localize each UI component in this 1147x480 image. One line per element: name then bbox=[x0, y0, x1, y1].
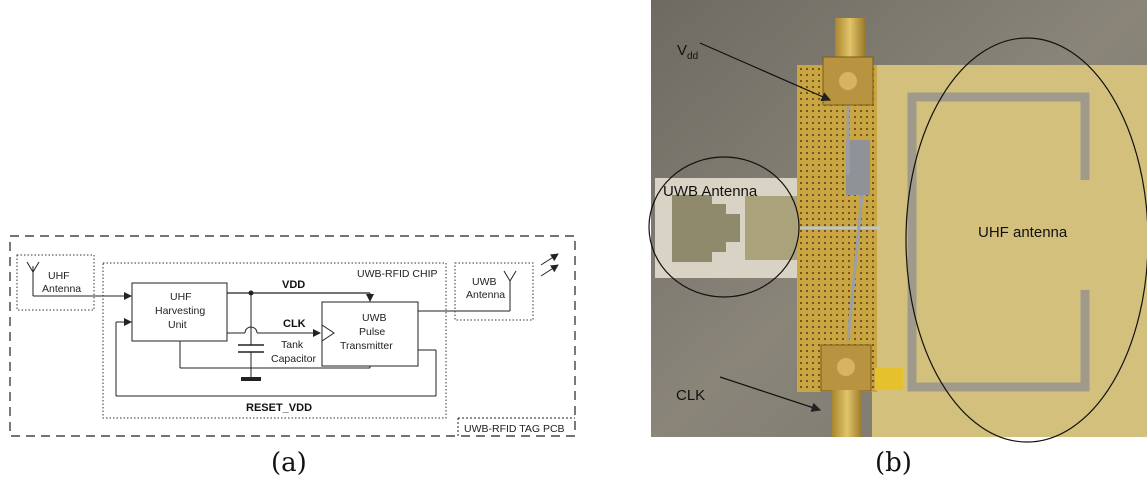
uhf-antenna-outline bbox=[905, 37, 1147, 443]
uwb-antenna-label-1: UWB bbox=[472, 276, 497, 288]
uhf-antenna-box bbox=[16, 254, 95, 311]
uhf-antenna-photo-label: UHF antenna bbox=[978, 224, 1068, 241]
uwb-antenna-outline bbox=[648, 156, 800, 298]
harvesting-label-2: Harvesting bbox=[155, 305, 205, 317]
uwb-antenna-icon bbox=[503, 270, 517, 311]
uwb-antenna-box bbox=[454, 262, 534, 321]
tank-label-2: Capacitor bbox=[271, 353, 316, 365]
ground-symbol bbox=[241, 377, 261, 381]
uhf-antenna-icon bbox=[26, 261, 95, 297]
pcb-label: UWB-RFID TAG PCB bbox=[464, 423, 565, 435]
caption-b: (b) bbox=[875, 448, 912, 478]
uwb-antenna-label-2: Antenna bbox=[466, 289, 505, 301]
uwb-antenna-photo-label: UWB Antenna bbox=[663, 183, 758, 200]
caption-a: (a) bbox=[271, 448, 307, 478]
transmitter-label-1: UWB bbox=[362, 312, 387, 324]
radiation-arrows-icon bbox=[540, 253, 559, 277]
block-diagram: UWB-RFID TAG PCB UWB-RFID CHIP UHF Anten… bbox=[9, 235, 576, 437]
pcb-boundary bbox=[9, 235, 576, 437]
prototype-photo: Vdd UWB Antenna UHF antenna CLK bbox=[648, 0, 1147, 443]
chip-label: UWB-RFID CHIP bbox=[357, 268, 438, 280]
harvesting-label-1: UHF bbox=[170, 291, 192, 303]
clk-connector bbox=[820, 344, 872, 437]
vdd-label: VDD bbox=[282, 279, 305, 291]
chip-boundary bbox=[102, 262, 447, 419]
clk-photo-label: CLK bbox=[676, 387, 705, 404]
harvesting-label-3: Unit bbox=[168, 319, 187, 331]
vdd-photo-label: Vdd bbox=[677, 42, 698, 62]
vdd-connector bbox=[822, 18, 874, 106]
transmitter-label-2: Pulse bbox=[359, 326, 385, 338]
uhf-antenna-label-2: Antenna bbox=[42, 283, 81, 295]
harvesting-unit-block bbox=[131, 282, 228, 342]
uhf-antenna-board bbox=[872, 65, 1147, 437]
pulse-transmitter-block bbox=[321, 301, 419, 367]
transmitter-label-3: Transmitter bbox=[340, 340, 393, 352]
clk-label: CLK bbox=[283, 318, 306, 330]
reset-vdd-label: RESET_VDD bbox=[246, 402, 312, 414]
uhf-antenna-label-1: UHF bbox=[48, 270, 70, 282]
tank-label-1: Tank bbox=[281, 339, 304, 351]
